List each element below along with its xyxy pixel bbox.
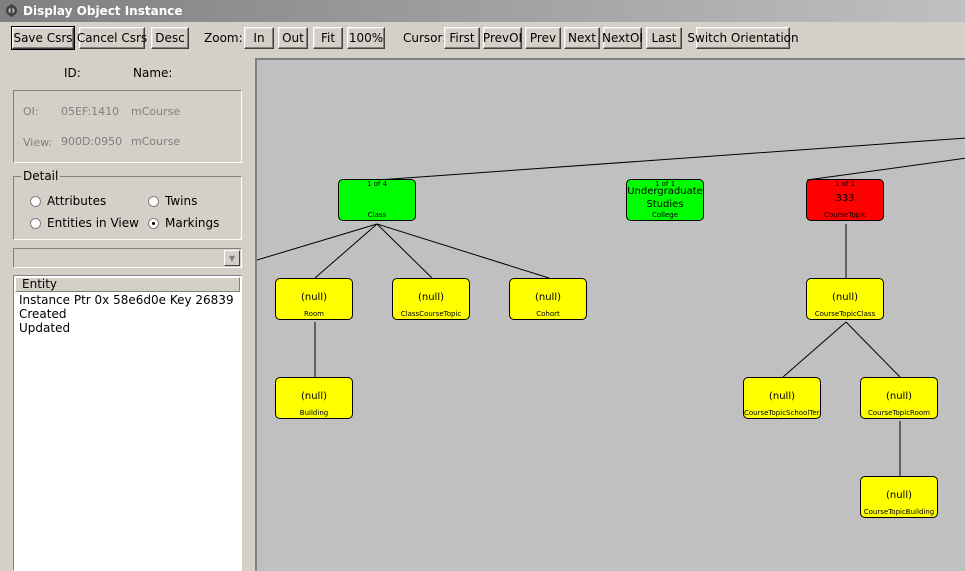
last-button[interactable]: Last [646,27,682,49]
oi-label: OI: [23,105,39,118]
window-title: Display Object Instance [23,4,183,18]
node-course-topic-class[interactable]: (null) CourseTopicClass [806,278,884,320]
node-course-topic-room-label: CourseTopicRoom [868,409,930,417]
id-header: ID: [64,66,81,80]
node-course-topic-building-label: CourseTopicBuilding [863,508,935,516]
node-course-topic-building-value: (null) [885,490,913,501]
view-name: mCourse [131,135,181,148]
node-college[interactable]: 1 of 1 Undergraduate Studies College [626,179,704,221]
node-course-topic-label: CourseTopic [823,211,867,219]
node-college-value: Undergraduate Studies [627,186,703,210]
zoom-100-button[interactable]: 100% [347,27,385,49]
radio-circle [30,217,41,229]
object-info-group: OI: 05EF:1410 mCourse View: 900D:0950 mC… [13,90,242,163]
save-cursors-button[interactable]: Save Csrs [11,26,75,50]
node-course-topic[interactable]: 1 of 1 333 CourseTopic [806,179,884,221]
detail-legend: Detail [21,169,61,183]
node-class[interactable]: 1 of 4 Class [338,179,416,221]
node-course-topic-value: 333 [835,193,855,204]
node-building-label: Building [299,409,329,417]
node-class-course-topic-label: ClassCourseTopic [400,310,462,318]
zoom-label: Zoom: [204,31,243,45]
name-header: Name: [133,66,173,80]
diagram-canvas[interactable]: 1 of 4 Class 1 of 1 Undergraduate Studie… [255,58,965,571]
node-class-count: 1 of 4 [366,180,388,188]
detail-groupbox: Detail Attributes Twins Entities in View… [13,169,242,240]
node-cohort-value: (null) [534,292,562,303]
connector-lines [257,137,965,476]
cancel-cursors-button[interactable]: Cancel Csrs [77,27,147,49]
twins-radio-label: Twins [165,194,198,208]
cursor-label: Cursor: [403,31,447,45]
node-college-label: College [651,211,679,219]
radio-circle [148,195,159,207]
node-building-value: (null) [300,391,328,402]
node-room-value: (null) [300,292,328,303]
switch-orientation-button[interactable]: Switch Orientation [687,27,799,49]
attributes-radio[interactable]: Attributes [30,194,106,208]
zoom-out-button[interactable]: Out [278,27,308,49]
node-room[interactable]: (null) Room [275,278,353,320]
first-button[interactable]: First [444,27,480,49]
oi-name: mCourse [131,105,181,118]
node-course-topic-school-term-value: (null) [768,391,796,402]
zoom-in-button[interactable]: In [244,27,274,49]
node-class-label: Class [367,211,387,219]
node-course-topic-room[interactable]: (null) CourseTopicRoom [860,377,938,419]
twins-radio[interactable]: Twins [148,194,197,208]
node-building[interactable]: (null) Building [275,377,353,419]
attributes-radio-label: Attributes [47,194,107,208]
markings-radio-label: Markings [165,216,220,230]
node-course-topic-building[interactable]: (null) CourseTopicBuilding [860,476,938,518]
node-cohort[interactable]: (null) Cohort [509,278,587,320]
oi-id: 05EF:1410 [61,105,120,118]
node-class-course-topic-value: (null) [417,292,445,303]
node-course-topic-count: 1 of 1 [834,180,856,188]
node-course-topic-class-value: (null) [831,292,859,303]
radio-circle-selected [148,217,159,229]
entity-column-header[interactable]: Entity [15,277,240,292]
view-id: 900D:0950 [61,135,123,148]
node-course-topic-room-value: (null) [885,391,913,402]
view-label: View: [23,136,53,149]
next-button[interactable]: Next [564,27,600,49]
next-oi-button[interactable]: NextOI [602,27,643,49]
radio-circle [30,195,41,207]
desc-button[interactable]: Desc [151,27,189,49]
list-item[interactable]: Instance Ptr 0x 58e6d0e Key 26839 [19,293,234,307]
node-room-label: Room [304,310,324,318]
chevron-down-icon[interactable]: ▼ [224,250,240,266]
title-bar: Display Object Instance [0,0,965,22]
node-course-topic-class-label: CourseTopicClass [814,310,876,318]
node-course-topic-school-term[interactable]: (null) CourseTopicSchoolTerm [743,377,821,419]
prev-oi-button[interactable]: PrevOI [483,27,522,49]
entity-listbox[interactable]: Entity Instance Ptr 0x 58e6d0e Key 26839… [13,275,242,571]
app-icon [6,4,17,17]
prev-button[interactable]: Prev [525,27,561,49]
node-class-course-topic[interactable]: (null) ClassCourseTopic [392,278,470,320]
entities-in-view-radio-label: Entities in View [47,216,139,230]
list-item[interactable]: Updated [19,321,71,335]
node-college-count: 1 of 1 [654,180,676,188]
node-cohort-label: Cohort [536,310,560,318]
node-course-topic-school-term-label: CourseTopicSchoolTerm [744,409,820,417]
entity-combobox[interactable]: ▼ [13,248,242,268]
zoom-fit-button[interactable]: Fit [313,27,343,49]
markings-radio[interactable]: Markings [148,216,219,230]
list-item[interactable]: Created [19,307,67,321]
entities-in-view-radio[interactable]: Entities in View [30,216,139,230]
